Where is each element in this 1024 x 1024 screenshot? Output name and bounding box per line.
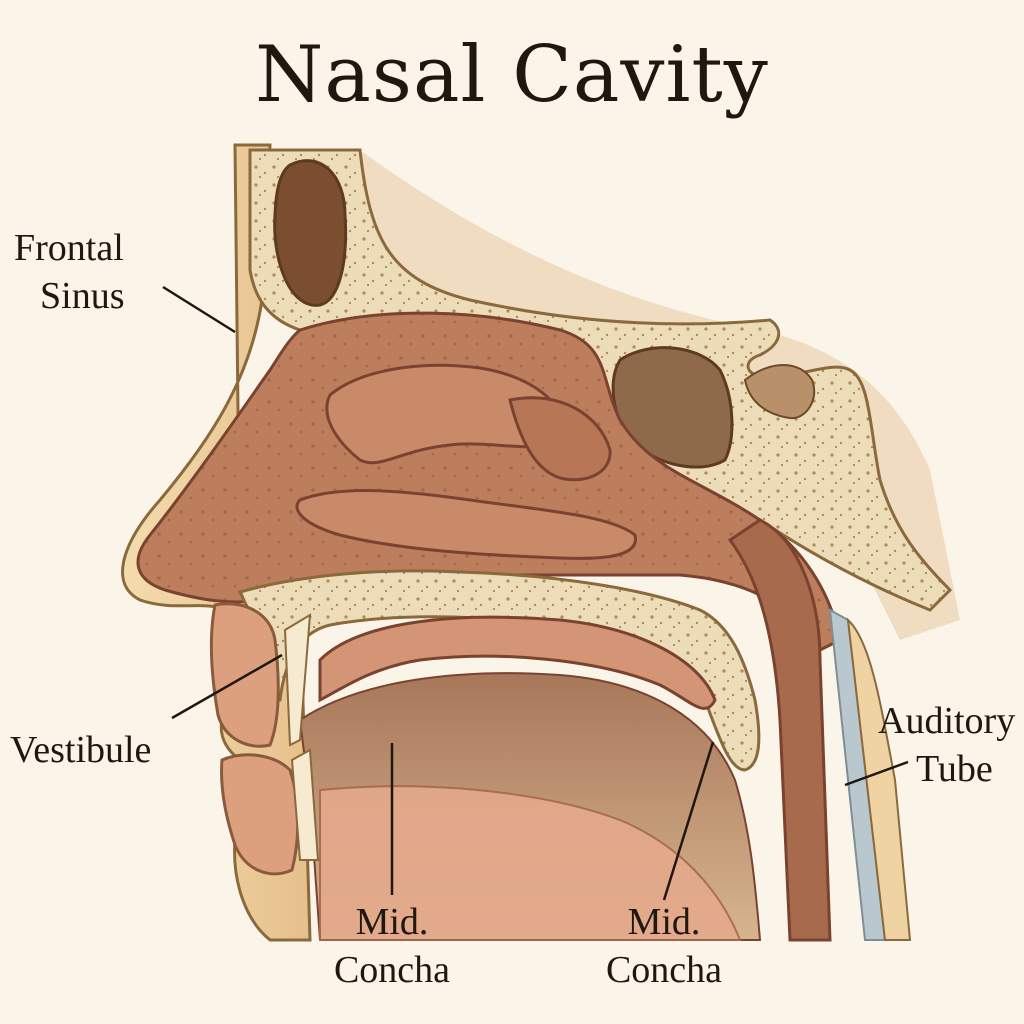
label-mid-concha-right-line2: Concha [605,949,723,991]
label-auditory-tube-line2: Tube [916,748,993,790]
label-auditory-tube: Auditory Tube [878,697,1024,793]
frontal-sinus-cavity [273,159,348,307]
label-mid-concha-left-line1: Mid. [355,901,429,943]
auditory-tube-leader [844,760,909,787]
label-mid-concha-right-line1: Mid. [627,901,701,943]
neck-skin [846,617,912,941]
posterior-cavity [743,364,816,420]
label-mid-concha-left-line2: Concha [333,949,451,991]
label-frontal-sinus: Frontal Sinus [14,224,124,320]
label-mid-concha-left: Mid. Concha [312,898,472,994]
middle-concha [295,489,638,560]
nasal-cavity-mucosa [136,311,842,652]
label-vestibule: Vestibule [10,726,151,774]
label-frontal-sinus-line2: Sinus [40,275,125,317]
pharynx [727,518,832,942]
label-auditory-tube-line1: Auditory [878,700,1016,742]
upper-incisor [283,613,312,747]
lower-lip [220,753,300,876]
tongue [319,785,742,941]
label-mid-concha-right: Mid. Concha [584,898,744,994]
frontal-sinus-leader [162,285,236,334]
superior-concha-fold [508,396,612,482]
soft-palate [318,615,717,710]
label-vestibule-text: Vestibule [10,729,152,771]
vestibule-leader [171,653,283,720]
label-frontal-sinus-line1: Frontal [14,227,124,269]
diagram-title: Nasal Cavity [255,30,769,120]
lower-incisor [290,748,320,861]
mid-concha-right-leader [662,741,715,901]
